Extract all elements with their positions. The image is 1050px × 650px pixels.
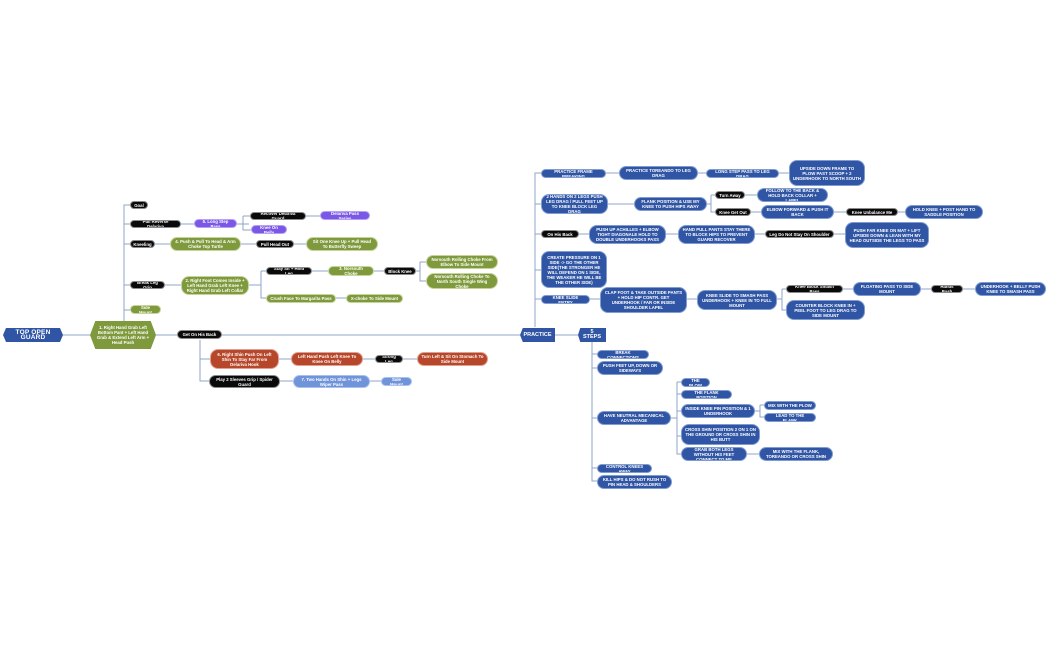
turn-left-node[interactable]: Turn Left & Sit On Stomach To Side Mount [417, 352, 488, 366]
push-far-knee-node[interactable]: PUSH FAR KNEE ON MAT + LIFT UPSIDE DOWN … [845, 222, 929, 248]
mix-flank-node[interactable]: MIX WITH THE FLANK, TOREANDO OR CROSS SH… [759, 447, 833, 461]
cross-shin-node[interactable]: CROSS SHIN POSITION 2 ON 1 ON THE GROUND… [681, 424, 760, 445]
frame-breaking-node[interactable]: PRACTICE FRAME BREAKING [541, 169, 606, 178]
the-plow-node[interactable]: THE PLOW [681, 378, 710, 387]
neutral-advantage-node[interactable]: HAVE NEUTRAL MECANICAL ADVANTAGE [597, 411, 671, 425]
elbow-forward-node[interactable]: ELBOW FORWARD & PUSH IT BACK [761, 205, 834, 219]
recover-delariva-node[interactable]: Recover Delariva Guard [250, 212, 306, 220]
underhook-belly-node[interactable]: UNDERHOOK + BELLY PUSH KNEE TO SMASH PAS… [975, 282, 1046, 296]
hold-knee-node[interactable]: HOLD KNEE + POST HAND TO SADDLE POSITION [905, 205, 983, 219]
long-step-leg-drag-node[interactable]: LONG STEP PASS TO LEG DRAG [706, 169, 779, 178]
strong-leg-node[interactable]: Strong Leg [375, 355, 403, 363]
crush-face-node[interactable]: Crush Face To Margarita Pass [266, 294, 336, 303]
control-knees-node[interactable]: CONTROL KNEES AWAY [597, 464, 652, 473]
pull-reverse-node[interactable]: Pull Reverse Delariva [130, 220, 181, 228]
knee-unbalance-node[interactable]: Knee Unbalance Me [846, 208, 898, 216]
push-achilles-node[interactable]: PUSH UP ACHILLES + ELBOW TIGHT DIAGONALE… [589, 225, 666, 244]
x-choke-node[interactable]: X-choke To Side Mount [346, 294, 403, 303]
counter-block-node[interactable]: COUNTER BLOCK KNEE IN + PEEL FOOT TO LEG… [786, 300, 865, 320]
upside-down-frame-node[interactable]: UPSIDE DOWN FRAME TO PLOW PAST SCOOP + 2… [789, 160, 865, 186]
root-node[interactable]: TOP OPEN GUARD [3, 328, 63, 342]
follow-back-node[interactable]: FOLLOW TO THE BACK & HOLD BACK COLLAR + … [757, 188, 828, 202]
hand-pull-pants-node[interactable]: HAND PULL PANTS STAY THERE TO BLOCK HIPS… [678, 225, 755, 244]
long-step-pass-node[interactable]: 5. Long Step Pass [194, 219, 237, 228]
mix-plow-node[interactable]: MIX WITH THE PLOW [764, 401, 816, 410]
knee-block-smash-node[interactable]: Knee Block Smash Pass [786, 285, 843, 293]
pull-head-out-node[interactable]: Pull Head Out [256, 240, 294, 248]
push-pull-node[interactable]: 4. Push & Pull To Head & Arm Choke Top T… [170, 237, 241, 251]
kill-hips-node[interactable]: KILL HIPS & DO NOT RUSH TO PIN HEAD & SH… [597, 475, 672, 489]
side-mount-node[interactable]: Side Mount [130, 305, 161, 314]
lead-flank-node[interactable]: LEAD TO THE FLANK [764, 413, 816, 422]
flank-position-node[interactable]: FLANK POSITION & USE MY KNEE TO PUSH HIP… [634, 197, 707, 211]
clap-foot-node[interactable]: CLAP FOOT & TAKE OUTSIDE PANTS + HOLD HI… [600, 287, 687, 313]
five-steps-node[interactable]: 5 STEPS [578, 328, 606, 342]
two-hands-two-legs-node[interactable]: 2 HANDS ON 2 LEGS PUSH LEG DRAG / PULL F… [541, 194, 608, 214]
right-foot-comes-node[interactable]: 2. Right Foot Comes Inside + Left Hand G… [181, 276, 249, 295]
leg-do-not-stay-node[interactable]: Leg Do Not Stay On Shoulder [765, 230, 834, 238]
opening-grip-node[interactable]: 1. Right Hand Grab Left Bottom Pant + Le… [90, 321, 156, 349]
norsouth-elbow-node[interactable]: Norsouth Rolling Choke From Elbow To Sid… [426, 255, 498, 269]
inside-knee-pin-node[interactable]: INSIDE KNEE PIN POSITION & 1 UNDERHOOK [681, 404, 755, 418]
break-connections-node[interactable]: BREAK CONNECTIONS [597, 350, 649, 359]
floating-pass-node[interactable]: FLOATING PASS TO SIDE MOUNT [853, 282, 921, 296]
block-knee-node[interactable]: Block Knee [384, 267, 416, 275]
get-on-his-back-node[interactable]: Get On His Back [177, 330, 222, 339]
delariva-pass-node[interactable]: Delariva Pass Series [320, 211, 370, 220]
play-sleeves-node[interactable]: Play 2 Sleeves Grip / Spider Guard [209, 375, 280, 388]
toreando-node[interactable]: PRACTICE TOREANDO TO LEG DRAG [619, 166, 698, 180]
goal-node[interactable]: Goal [130, 201, 148, 209]
break-leg-grip-node[interactable]: Break Leg Grip [130, 281, 165, 289]
norsouth-choke-node[interactable]: 3. Norsouth Choke [328, 266, 374, 276]
flank-node[interactable]: THE FLANK POSITION [681, 390, 732, 399]
side-mount-2-node[interactable]: Side Mount [381, 377, 412, 386]
left-hand-push-node[interactable]: Left Hand Push Left Knee To Knee On Bell… [291, 352, 363, 366]
norsouth-single-node[interactable]: Norsouth Rolling Choke To North South Si… [426, 273, 498, 289]
kneeling-node[interactable]: Kneeling [130, 240, 155, 248]
grab-both-legs-node[interactable]: GRAB BOTH LEGS WITHOUT HIS FEET CONNECT … [681, 447, 747, 461]
hands-push-node[interactable]: Hands Push [931, 285, 963, 293]
on-his-back-node[interactable]: On His Back [541, 230, 579, 238]
practice-node[interactable]: PRACTICE [520, 328, 555, 342]
sit-one-knee-node[interactable]: Sit One Knee Up + Pull Head To Butterfly… [306, 237, 378, 251]
stay-sit-node[interactable]: Stay Sit + Hold Leg [266, 267, 312, 275]
push-feet-node[interactable]: PUSH FEET UP, DOWN OR SIDEWAYS [597, 361, 663, 375]
knee-get-out-node[interactable]: Knee Get Out [715, 208, 751, 216]
knee-on-belly-node[interactable]: Knee On Belly [251, 225, 287, 234]
two-hands-shin-node[interactable]: 7. Two Hands On Shin + Legs Wiper Pass [293, 375, 370, 388]
right-shin-push-node[interactable]: 6. Right Shin Push On Left Shin To Stay … [210, 349, 279, 369]
knee-slide-entry-node[interactable]: KNEE SLIDE ENTRY [541, 295, 590, 304]
knee-slide-smash-node[interactable]: KNEE SLIDE TO SMASH PASS UNDERHOOK + KNE… [697, 290, 777, 310]
turn-away-node[interactable]: Turn Away [715, 191, 745, 199]
create-pressure-node[interactable]: CREATE PRESSURE ON 1 SIDE -> GO THE OTHE… [541, 251, 607, 288]
